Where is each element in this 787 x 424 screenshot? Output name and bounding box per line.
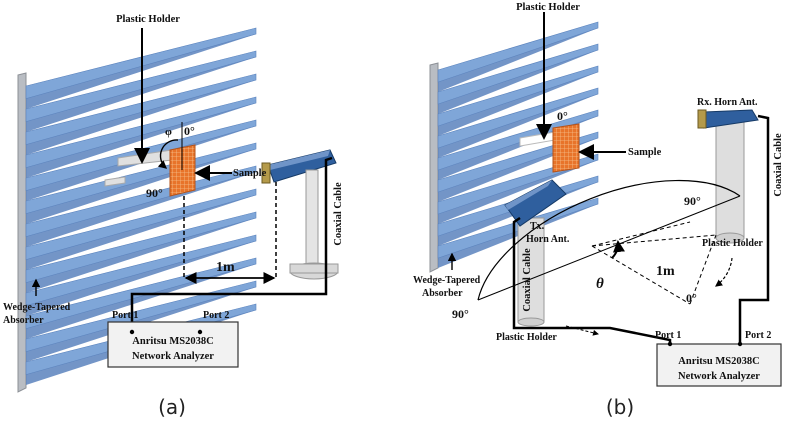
tx-horn-antenna-b (504, 179, 567, 227)
coaxial-cable-a (130, 156, 333, 322)
caption-a: (a) (158, 395, 186, 419)
absorber-wedge-shadow (438, 160, 598, 224)
sample-a (169, 144, 196, 197)
label-analyzer-b-line1: Anritsu MS2038C (678, 356, 759, 367)
label-port2-b: Port 2 (745, 330, 771, 341)
absorber-wedge-shadow (26, 195, 256, 270)
label-0deg-sample-b: 0° (557, 109, 568, 123)
label-0deg-bottom-b: 0° (686, 291, 697, 305)
label-analyzer-b-line2: Network Analyzer (678, 371, 760, 382)
label-sample-b: Sample (628, 147, 662, 158)
caption-b: (b) (606, 395, 634, 419)
label-port2-a: Port 2 (203, 310, 229, 321)
label-analyzer-a-line1: Anritsu MS2038C (132, 336, 213, 347)
label-tx-line1-b: Tx. (530, 221, 545, 232)
absorber-wall-b (429, 62, 439, 273)
label-sample-a: Sample (233, 168, 267, 179)
coaxial-cable-left-b (512, 216, 672, 344)
label-absorber-b-line2: Absorber (422, 288, 463, 299)
absorber-wedge-shadow (26, 241, 256, 316)
absorber-wedge-shadow (438, 72, 598, 136)
label-distance-b: 1m (656, 264, 675, 279)
absorber-wedge-shadow (438, 50, 598, 114)
label-absorber-a-line1: Wedge-Tapered (3, 302, 71, 313)
absorber-wedge-shadow (438, 28, 598, 92)
panel-a: Plastic Holder φ 0° 90° Sample Coaxial C… (3, 14, 344, 419)
network-analyzer-b (656, 343, 782, 387)
absorber-wedge-shadow (438, 94, 598, 158)
label-plastic-holder-top-b: Plastic Holder (516, 2, 580, 13)
label-coaxial-cable-a: Coaxial Cable (333, 182, 344, 246)
angle-arc-a (157, 139, 179, 169)
label-port1-b: Port 1 (655, 330, 681, 341)
label-coaxial-cable-right-b: Coaxial Cable (773, 133, 784, 197)
plastic-holder-base-a (104, 176, 126, 187)
label-plastic-holder-right-b: Plastic Holder (702, 238, 763, 249)
panel-b: Plastic Holder 0° Sample Rx. Horn Ant. C… (413, 2, 784, 419)
antenna-stand-a (305, 169, 319, 267)
label-theta-b: θ (596, 276, 604, 292)
label-rx-horn-b: Rx. Horn Ant. (697, 97, 758, 108)
absorber-wall-a (17, 72, 27, 393)
label-analyzer-a-line2: Network Analyzer (132, 351, 214, 362)
label-plastic-holder-bottom-b: Plastic Holder (496, 332, 557, 343)
coaxial-cable-right-b (738, 114, 770, 344)
sample-b (552, 123, 580, 173)
label-tx-line2-b: Horn Ant. (526, 234, 570, 245)
label-coaxial-cable-left-b: Coaxial Cable (522, 248, 533, 312)
label-plastic-holder-a: Plastic Holder (116, 14, 180, 25)
label-90deg-a: 90° (146, 186, 163, 200)
rx-stand-b (715, 117, 745, 239)
label-distance-a: 1m (216, 260, 235, 275)
label-absorber-a-line2: Absorber (3, 315, 44, 326)
absorber-wedge-shadow (26, 172, 256, 247)
label-90deg-left-b: 90° (452, 307, 469, 321)
label-absorber-b-line1: Wedge-Tapered (413, 275, 481, 286)
label-phi-a: φ (165, 126, 172, 138)
label-port1-a: Port 1 (112, 310, 138, 321)
absorber-wedge-shadow (26, 264, 256, 339)
label-90deg-top-b: 90° (684, 194, 701, 208)
label-0deg-a: 0° (184, 124, 195, 138)
absorber-wedge-shadow (26, 218, 256, 293)
rotation-arc-b (477, 179, 741, 301)
network-analyzer-a (107, 321, 239, 368)
